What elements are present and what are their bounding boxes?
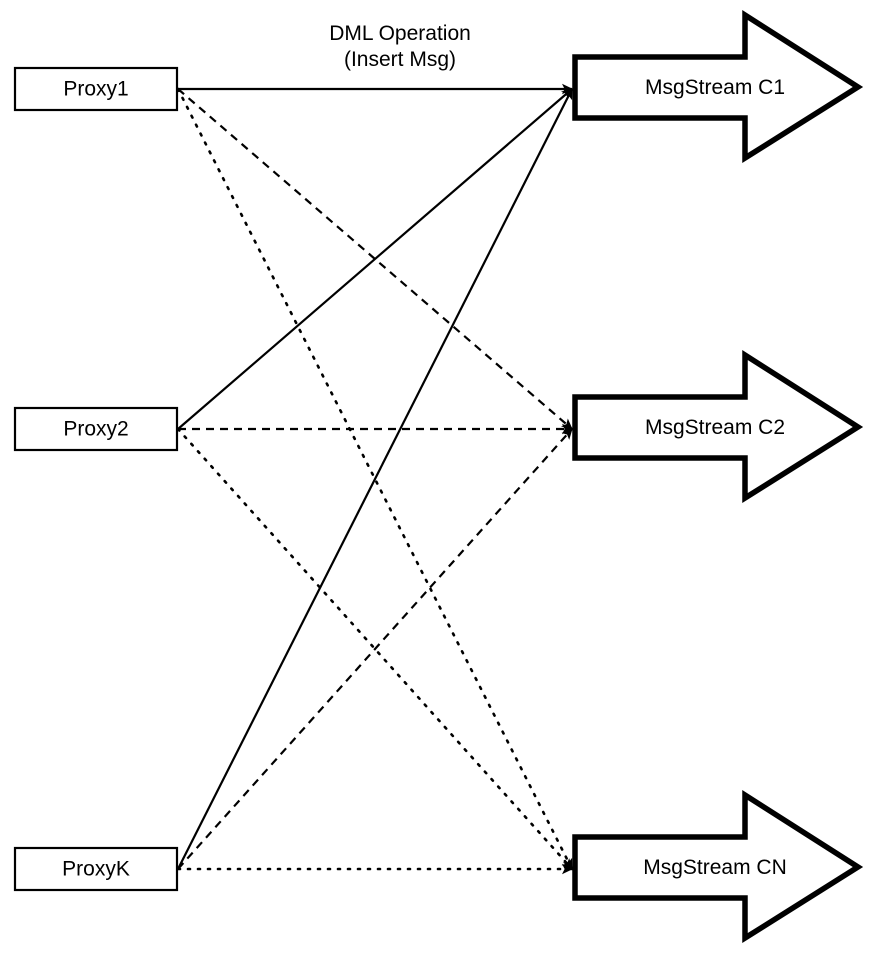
proxy-label: ProxyK (62, 858, 130, 881)
stream-arrow-shape (572, 349, 864, 503)
connection-proxy2-to-stream-cn (176, 427, 574, 871)
proxy-label: Proxy1 (63, 78, 128, 101)
proxy-box-shape (13, 846, 179, 892)
proxy-node-proxy2[interactable]: Proxy2 (13, 406, 179, 452)
stream-node-c2[interactable]: MsgStream C2 (572, 349, 864, 503)
proxy-node-proxy1[interactable]: Proxy1 (13, 66, 179, 112)
stream-label: MsgStream C2 (645, 416, 785, 439)
stream-label: MsgStream C1 (645, 76, 785, 99)
edge-caption-line2: (Insert Msg) (344, 48, 456, 71)
proxy-box-shape (13, 406, 179, 452)
connection-proxy2-to-stream-c1 (177, 88, 573, 430)
stream-node-cn[interactable]: MsgStream CN (572, 789, 864, 943)
stream-arrow-shape (572, 9, 864, 163)
stream-arrow-shape (572, 789, 864, 943)
stream-label: MsgStream CN (643, 856, 787, 879)
connection-proxyk-to-stream-c1 (177, 88, 573, 870)
stream-node-c1[interactable]: MsgStream C1 (572, 9, 864, 163)
edge-caption: DML Operation (Insert Msg) (329, 22, 471, 71)
proxy-label: Proxy2 (63, 418, 128, 441)
edge-caption-line1: DML Operation (329, 22, 471, 45)
connection-proxyk-to-stream-c2 (177, 428, 573, 870)
proxy-box-shape (13, 66, 179, 112)
proxy-node-proxyk[interactable]: ProxyK (13, 846, 179, 892)
connection-proxy1-to-stream-c2 (177, 88, 573, 430)
connection-layer (176, 83, 574, 875)
